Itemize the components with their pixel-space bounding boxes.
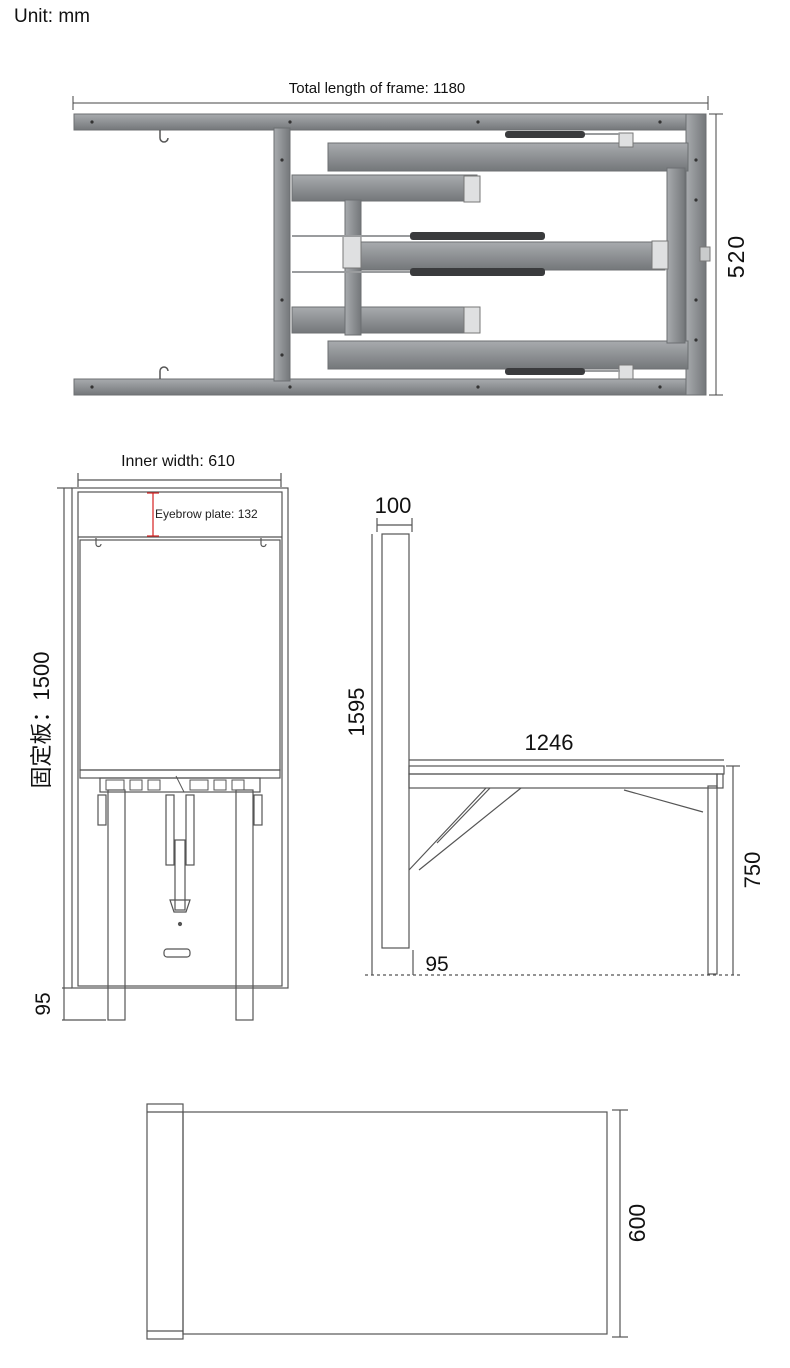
brace	[408, 787, 522, 871]
unit-label: Unit: mm	[14, 6, 90, 27]
side-thickness-label: 100	[375, 493, 412, 518]
front-view	[57, 473, 289, 1021]
bracket	[651, 240, 669, 270]
mechanism-bar	[99, 777, 261, 793]
frame-height-label: 520	[723, 234, 749, 278]
cabinet-side	[381, 533, 410, 949]
frame-top-view: Total length of frame: 1180	[72, 80, 749, 396]
arm-upper-long	[327, 142, 689, 172]
central-strut	[165, 794, 175, 866]
gas-strut	[410, 268, 545, 276]
gas-strut	[505, 131, 585, 138]
frame-bottom-rail	[73, 378, 707, 396]
gas-strut	[410, 232, 545, 240]
fixed-plate-label: 固定板：1500	[29, 652, 54, 789]
bracket	[699, 246, 711, 262]
table-top-plan	[182, 1111, 608, 1335]
table-panel	[79, 539, 281, 771]
eyebrow-marker	[147, 492, 159, 537]
eyebrow-plate-label: Eyebrow plate: 132	[155, 507, 258, 521]
arm-upper-short	[291, 174, 478, 202]
bracket	[618, 364, 634, 380]
side-view	[365, 518, 742, 976]
hook-icon	[159, 130, 169, 143]
frame-length-label: Total length of frame: 1180	[289, 80, 466, 97]
side-depth-label: 1246	[525, 730, 574, 755]
side-height-label: 1595	[344, 688, 369, 737]
table-height-label: 750	[740, 852, 765, 889]
front-bottom-offset-label: 95	[32, 992, 55, 1015]
side-floor-offset-label: 95	[425, 953, 448, 976]
gas-strut	[505, 368, 585, 375]
cabinet-inner	[77, 491, 283, 987]
bracket	[618, 132, 634, 148]
hook-icon	[159, 366, 169, 379]
brace-strut	[623, 789, 704, 813]
frame-middle-upright	[273, 127, 291, 382]
top-view	[146, 1103, 628, 1340]
frame-top-rail	[73, 113, 707, 131]
bracket	[463, 306, 481, 334]
leg-left	[107, 789, 126, 1021]
hook-icon	[260, 538, 267, 548]
arm-center	[344, 241, 666, 271]
arm-lower-short	[291, 306, 478, 334]
arm-right-link	[666, 167, 686, 344]
table-leg	[707, 785, 718, 975]
cabinet-top	[146, 1103, 184, 1340]
bracket	[463, 175, 481, 203]
mechanism-tray	[79, 769, 281, 779]
hook-icon	[95, 538, 102, 548]
leg-right	[235, 789, 254, 1021]
top-width-label: 600	[624, 1204, 650, 1242]
frame-length-dimension	[72, 96, 709, 110]
frame-height-dimension	[709, 113, 723, 396]
table-top	[408, 765, 725, 775]
inner-width-label: Inner width: 610	[121, 453, 235, 470]
handle	[163, 948, 191, 958]
gas-strut-group	[292, 131, 620, 375]
cabinet-outer	[71, 487, 289, 989]
bracket	[342, 235, 362, 269]
arm-lower-long	[327, 340, 689, 370]
